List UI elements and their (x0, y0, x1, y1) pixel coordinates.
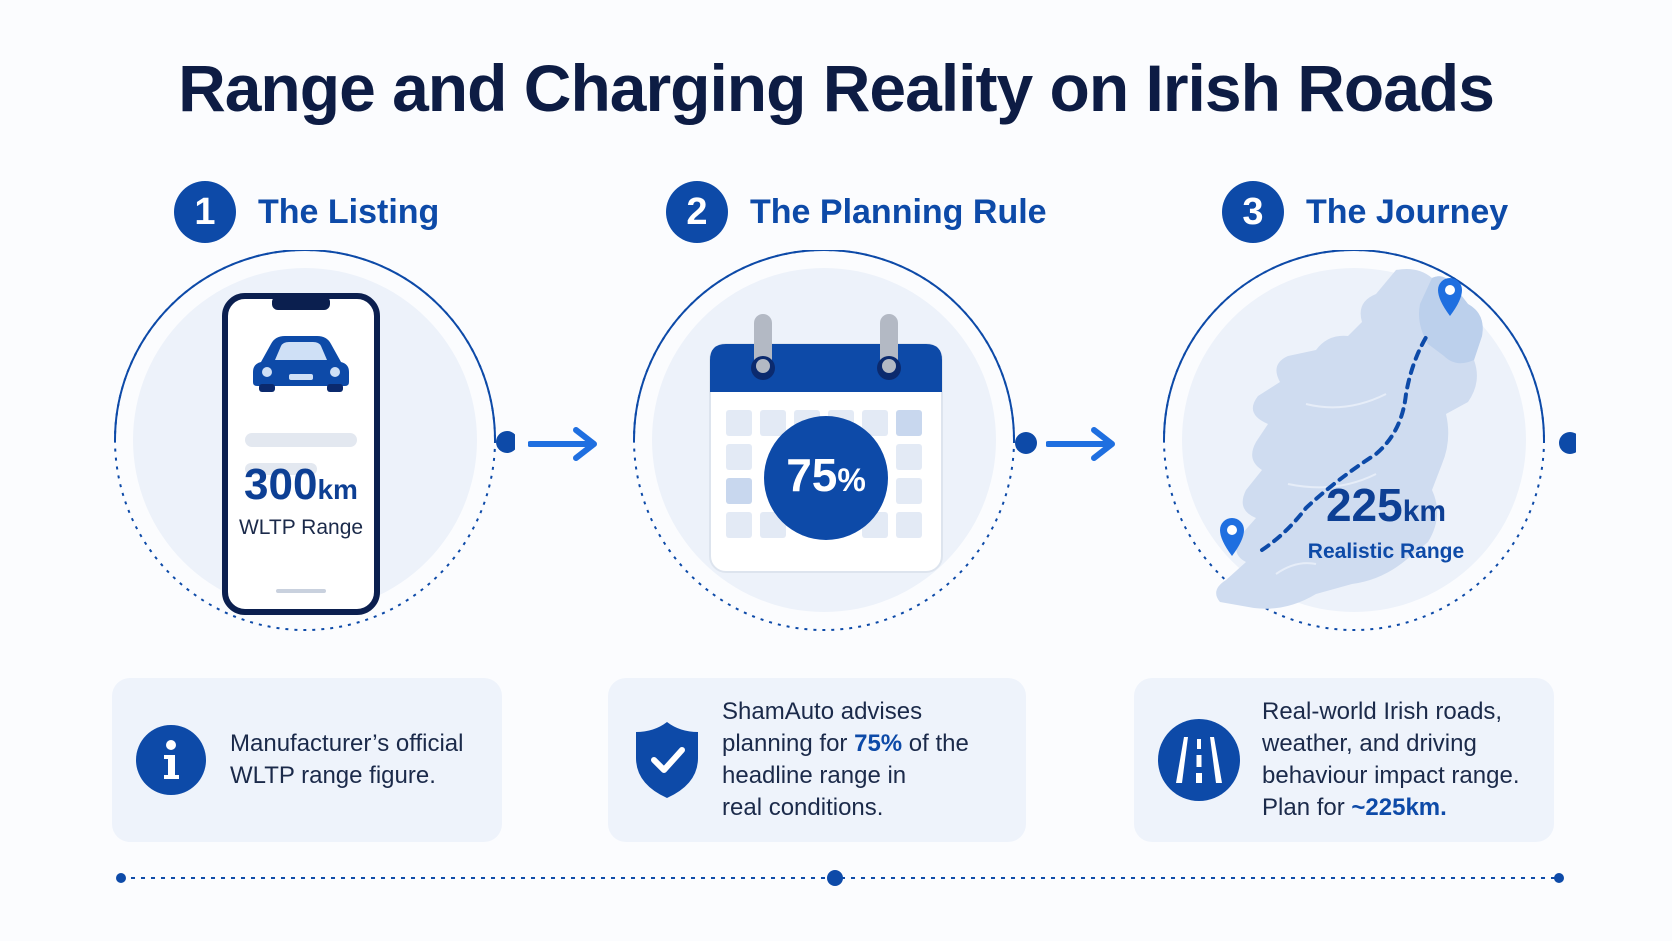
step-1-card: Manufacturer’s official WLTP range figur… (112, 678, 502, 842)
listing-range-label: WLTP Range (238, 516, 364, 539)
step-3-card-line-3: behaviour impact range. (1262, 762, 1520, 789)
car-icon (253, 336, 349, 392)
step-3-card-line-4-bold: ~225km. (1351, 794, 1447, 821)
step-3-title: The Journey (1306, 192, 1509, 231)
step-2-card-line-2: planning for 75% of the (722, 728, 1012, 760)
step-2-illustration: 75% (620, 250, 1040, 670)
step-2-card-line-1: ShamAuto advises (722, 698, 923, 725)
shield-check-icon (632, 720, 702, 800)
step-1-title: The Listing (258, 192, 440, 231)
step-3-card-text: Real-world Irish roads, weather, and dri… (1262, 696, 1542, 824)
journey-range-number: 225 (1325, 479, 1403, 531)
step-1-number: 1 (174, 181, 236, 243)
step-2-title: The Planning Rule (750, 192, 1047, 231)
planning-percentage-number: 75 (786, 449, 838, 501)
bottom-timeline-divider (116, 870, 1564, 886)
step-3-header: 3 The Journey (1222, 180, 1508, 244)
step-1-illustration: 300km WLTP Range (95, 250, 515, 670)
info-icon (136, 725, 206, 795)
step-3-card-line-4: Plan for ~225km. (1262, 792, 1542, 824)
ireland-map-icon (1216, 269, 1483, 609)
step-2-card-text: ShamAuto advises planning for 75% of the… (722, 696, 1012, 824)
listing-range-unit: km (317, 474, 358, 505)
listing-range-number: 300 (244, 460, 318, 509)
journey-range-value: 225km (1286, 478, 1486, 532)
planning-percentage-unit: % (837, 462, 866, 498)
step-2-card: ShamAuto advises planning for 75% of the… (608, 678, 1026, 842)
arrow-right-icon (1046, 427, 1115, 461)
step-2-card-line-4: real conditions. (722, 794, 884, 821)
listing-range-value: 300km (222, 460, 380, 510)
step-3-card-line-2: weather, and driving (1262, 730, 1477, 757)
step-2-card-line-2-post: of the (902, 730, 969, 757)
step-2-header: 2 The Planning Rule (666, 180, 1047, 244)
step-3-illustration: 225km Realistic Range (1136, 250, 1576, 670)
planning-percentage: 75% (766, 448, 886, 502)
step-1-card-text: Manufacturer’s official WLTP range figur… (230, 730, 464, 789)
step-3-number: 3 (1222, 181, 1284, 243)
step-3-card-line-4-pre: Plan for (1262, 794, 1352, 821)
step-3-card: Real-world Irish roads, weather, and dri… (1134, 678, 1554, 842)
calendar-icon (709, 314, 943, 573)
step-2-card-line-2-pre: planning for (722, 730, 855, 757)
journey-range-label: Realistic Range (1307, 540, 1465, 563)
step-3-card-line-1: Real-world Irish roads, (1262, 698, 1503, 725)
step-2-card-line-2-bold: 75% (854, 730, 903, 757)
arrow-right-icon (528, 427, 597, 461)
journey-range-unit: km (1402, 495, 1447, 528)
road-icon (1158, 719, 1240, 801)
page-title: Range and Charging Reality on Irish Road… (178, 51, 1495, 125)
step-2-card-line-3: headline range in (722, 762, 907, 789)
step-2-number: 2 (666, 181, 728, 243)
step-1-header: 1 The Listing (174, 180, 439, 244)
